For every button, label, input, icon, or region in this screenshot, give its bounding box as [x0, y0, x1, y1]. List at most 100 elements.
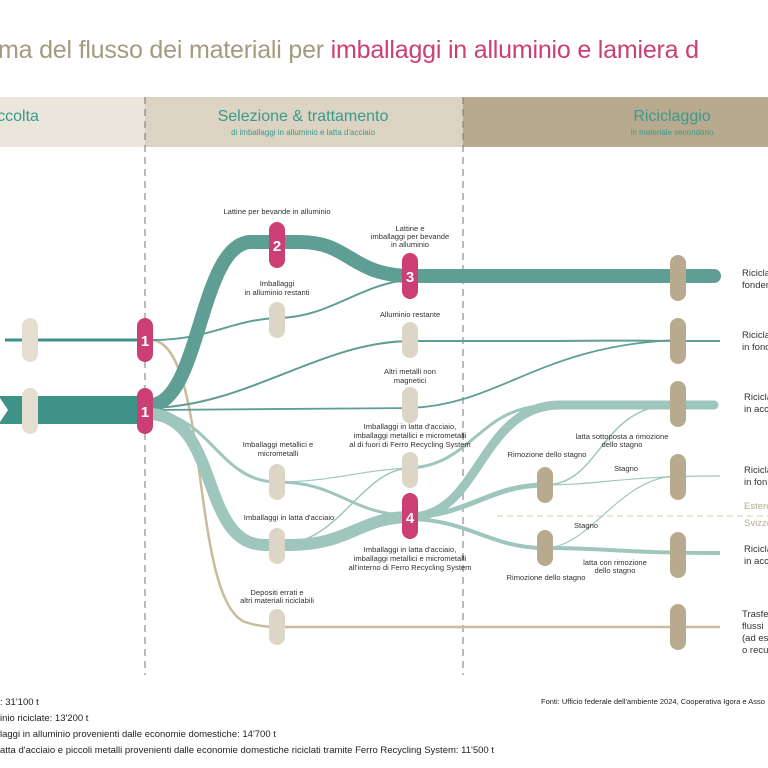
flow-stagno-1 — [544, 475, 721, 486]
label-rimozione-2: Rimozione dello stagno — [507, 573, 586, 582]
node-collection-2[interactable] — [22, 388, 38, 434]
output-label-5: Ricicla — [744, 544, 768, 555]
node-altri-metalli[interactable] — [402, 387, 418, 423]
output-label-3: in acc — [744, 404, 768, 415]
node-imballaggi-restanti[interactable] — [269, 302, 285, 338]
node-number: 4 — [406, 510, 415, 527]
node-rimozione-2[interactable] — [537, 530, 553, 566]
output-label-6: flussi — [742, 621, 764, 632]
node-output-4[interactable] — [670, 454, 686, 500]
output-label-6: o recu — [742, 645, 768, 656]
label-lattine-bevande: Lattine per bevande in alluminio — [223, 207, 330, 216]
node-number: 2 — [273, 238, 281, 255]
footer-line: laggi in alluminio provenienti dalle eco… — [0, 729, 276, 740]
label-lattine-imballaggi: imballaggi per bevande — [371, 232, 450, 241]
label-alluminio-restante: Alluminio restante — [380, 310, 440, 319]
flow-end-cap — [707, 269, 721, 283]
label-depositi: Depositi errati e — [250, 588, 303, 597]
node-depositi[interactable] — [269, 609, 285, 645]
flow-node4-acciaio — [409, 400, 714, 522]
node-alluminio-restante[interactable] — [402, 322, 418, 358]
label-fuori-frs: imballaggi metallici e micrometalli — [354, 431, 467, 440]
region-label-svizzera: Svizze — [744, 518, 768, 529]
node-output-5[interactable] — [670, 532, 686, 578]
page-title: ma del flusso dei materiali per imballag… — [0, 36, 699, 65]
node-1-bottom[interactable] — [137, 388, 153, 434]
flow-lattine-bevande — [150, 235, 712, 412]
node-rimozione-1[interactable] — [537, 467, 553, 503]
node-output-3[interactable] — [670, 381, 686, 427]
node-3[interactable] — [402, 253, 418, 299]
flow-fuori-out — [409, 404, 541, 470]
flow-latta-sottoposta — [544, 404, 671, 486]
section-band-riciclaggio — [463, 97, 768, 147]
output-label-6: Trasfe — [742, 609, 768, 620]
label-altri-metalli: Altri metalli non — [384, 367, 436, 376]
node-number: 3 — [406, 269, 414, 286]
flow-latta-fuori — [276, 467, 411, 546]
label-fuori-frs: Imballaggi in latta d'acciaio, — [364, 422, 457, 431]
node-fuori-frs[interactable] — [402, 452, 418, 488]
output-label-3: Ricicla — [744, 392, 768, 403]
label-interno-frs: all'interno di Ferro Recycling System — [349, 563, 472, 572]
node-output-1[interactable] — [670, 255, 686, 301]
node-imballaggi-latta[interactable] — [269, 528, 285, 564]
output-label-6: (ad es — [742, 633, 768, 644]
label-altri-metalli: magnetici — [394, 376, 427, 385]
label-stagno-1: Stagno — [614, 464, 638, 473]
node-output-2[interactable] — [670, 318, 686, 364]
node-imballaggi-metallici[interactable] — [269, 464, 285, 500]
title-part-highlight: imballaggi in alluminio e lamiera d — [330, 36, 699, 64]
section-band-raccolta — [0, 97, 145, 147]
label-imballaggi-restanti: Imballaggi — [260, 279, 295, 288]
output-label-4: in fon — [744, 477, 767, 488]
label-interno-frs: imballaggi metallici e micrometalli — [354, 554, 467, 563]
node-number: 1 — [141, 333, 149, 350]
footer-line: inio riciclate: 13'200 t — [0, 713, 89, 724]
node-number: 1 — [141, 404, 149, 421]
title-part-gray: ma del flusso dei materiali per — [0, 36, 331, 64]
footer-line: : 31'100 t — [0, 697, 39, 708]
label-imballaggi-metallici: Imballaggi metallici e — [243, 440, 313, 449]
flow-depositi — [151, 338, 720, 629]
node-output-6[interactable] — [670, 604, 686, 650]
flow-metallici-fuori — [276, 467, 411, 483]
label-latta-con-rimozione: latta con rimozione — [583, 558, 647, 567]
node-collection-1[interactable] — [22, 318, 38, 362]
node-2[interactable] — [269, 222, 285, 268]
flow-imballaggi-latta — [151, 408, 411, 551]
label-interno-frs: Imballaggi in latta d'acciaio, — [364, 545, 457, 554]
output-label-1: Ricicla — [742, 268, 768, 279]
flow-altri-metalli — [151, 339, 679, 411]
section-band-selezione — [145, 97, 463, 147]
label-stagno-2: Stagno — [574, 521, 598, 530]
output-label-1: fonder — [742, 280, 768, 291]
input-arrow-icon — [0, 398, 8, 422]
section-title-riciclaggio: Riciclaggio — [633, 108, 710, 125]
label-latta-sottoposta: latta sottoposta a rimozione — [576, 432, 669, 441]
flow-stagno-2 — [544, 475, 679, 549]
label-fuori-frs: al di fuori di Ferro Recycling System — [349, 440, 471, 449]
region-label-estero: Estero — [744, 501, 768, 512]
label-imballaggi-metallici: micrometalli — [258, 449, 299, 458]
label-latta-con-rimozione: dello stagno — [595, 566, 636, 575]
footer-line: atta d'acciaio e piccoli metalli proveni… — [0, 745, 494, 756]
output-label-4: Ricicla — [744, 465, 768, 476]
flow-node4-rimozione-1 — [409, 482, 546, 520]
label-imballaggi-latta: Imballaggi in latta d'acciaio — [244, 513, 335, 522]
section-subtitle-selezione: di imballaggi in alluminio e latta d'acc… — [231, 128, 375, 137]
node-1-top[interactable] — [137, 318, 153, 362]
flow-end-cap — [709, 400, 719, 410]
flow-alluminio-restante — [151, 339, 721, 409]
node-4[interactable] — [402, 493, 418, 539]
output-label-2: Ricicla — [742, 330, 768, 341]
sources-note: Fonti: Ufficio federale dell'ambiente 20… — [541, 697, 765, 706]
label-imballaggi-restanti: in alluminio restanti — [245, 288, 310, 297]
section-title-raccolta: ccolta — [0, 108, 39, 125]
output-label-5: in acc — [744, 556, 768, 567]
output-label-2: in fond — [742, 342, 768, 353]
label-lattine-imballaggi: Lattine e — [395, 224, 424, 233]
label-latta-sottoposta: dello stagno — [602, 440, 643, 449]
section-title-selezione: Selezione & trattamento — [218, 108, 389, 125]
